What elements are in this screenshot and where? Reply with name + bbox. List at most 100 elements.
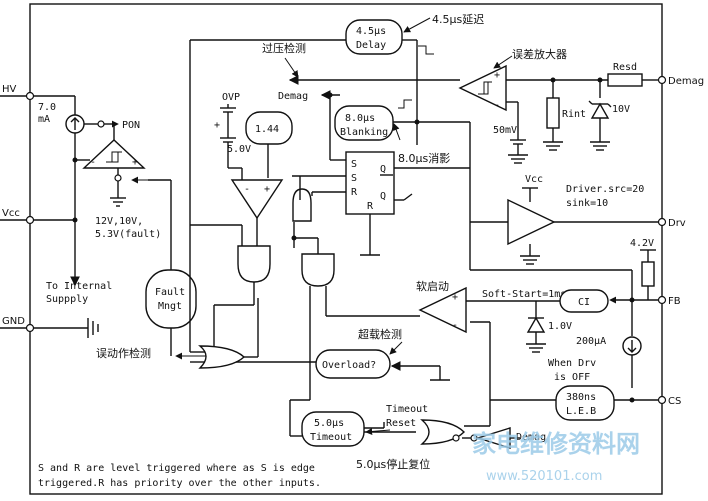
pwm-comparator [418, 286, 467, 334]
uvlo-plus: + [132, 157, 138, 168]
leb-block: 380ns L.E.B [555, 385, 658, 421]
delay-note-label: 4.5μs延迟 [432, 13, 484, 26]
delay-block-line1: 4.5μs [356, 26, 386, 37]
ovp-5v-label: 5.0V [227, 144, 251, 155]
and-gate-1 [292, 188, 312, 222]
ff-s1: S [351, 159, 357, 170]
error-amp-label: 误差放大器 [512, 47, 567, 61]
internal-supply-line2: Suppply [46, 294, 88, 305]
pin-hv-label: HV [2, 84, 17, 95]
timeout-stop-label: 5.0μs停止复位 [356, 457, 430, 471]
pin-gnd: GND [0, 316, 35, 333]
ovp-label: OVP [222, 92, 240, 103]
overload-detect-label: 超载检测 [358, 327, 402, 341]
chip-outline [29, 3, 663, 495]
ovp-section: OVP + 5.0V 1.44 - + [190, 92, 293, 346]
error-amp-plus: + [494, 70, 500, 81]
pin-demag: Demag [657, 75, 704, 87]
watermark-brand: 家电维修资料网 [472, 430, 640, 458]
flipflop: S S R R Q Q [292, 151, 470, 256]
ovp-plus: + [214, 120, 220, 131]
timeout-reset-line2: Reset [386, 418, 416, 429]
when-drv-line1: When Drv [548, 358, 596, 369]
timeout-block-line2: Timeout [310, 432, 352, 443]
pon-label: PON [122, 120, 140, 131]
pin-gnd-label: GND [2, 316, 25, 327]
rint-resistor [546, 97, 560, 129]
current-200ua-label: 200μA [576, 336, 606, 347]
internal-supply-line1: To Internal [46, 281, 112, 292]
fault-mngt-line1: Fault [155, 287, 185, 298]
driver-vcc-label: Vcc [525, 174, 543, 185]
pwm-plus: + [452, 292, 458, 303]
leb-line1: 380ns [566, 392, 596, 403]
timeout-block-line1: 5.0μs [314, 418, 344, 429]
zener-10v-label: 10V [612, 104, 630, 115]
ci-label: CI [578, 297, 590, 308]
pwm-minus: - [452, 320, 458, 331]
resd-label: Resd [613, 62, 637, 73]
overload-block [315, 349, 391, 379]
zener-1v [526, 316, 546, 333]
uvlo-minus: - [90, 157, 96, 168]
uvlo-thresholds-line1: 12V,10V, [95, 216, 143, 227]
when-drv-line2: is OFF [554, 372, 590, 383]
pin-vcc-label: Vcc [2, 208, 20, 219]
ff-r2: R [367, 201, 374, 212]
soft-start-cn-label: 软启动 [416, 279, 449, 293]
blanking-block-line2: Blanking [340, 127, 388, 138]
softstart-section: 4.2V 软启动 Soft-Start=1ms CI + - 1.0V [416, 238, 658, 401]
pin-demag-label: Demag [668, 76, 704, 87]
timeout-section: 5.0μs Timeout Timeout Reset Demag 5.0μs停… [301, 400, 546, 471]
resd-resistor [607, 73, 643, 87]
ref-4v2-label: 4.2V [630, 238, 654, 249]
ovp-comp-minus: - [244, 184, 250, 195]
leb-line2: L.E.B [566, 406, 596, 417]
pin-fb-label: FB [668, 296, 681, 307]
footnote-line1: S and R are level triggered where as S i… [38, 463, 315, 474]
driver-sink-label: sink=10 [566, 198, 608, 209]
ff-q1: Q [380, 164, 386, 175]
pin-hv: HV [0, 84, 35, 101]
delay-block-line2: Delay [356, 40, 386, 51]
rint-label: Rint [562, 109, 586, 120]
error-amplifier [458, 64, 507, 112]
pin-drv: Drv [657, 217, 686, 229]
pin-cs-label: CS [668, 396, 681, 407]
pin-drv-label: Drv [668, 218, 686, 229]
blanking-block: 8.0μs Blanking 8.0μs消影 [334, 99, 471, 270]
timeout-reset-line1: Timeout [386, 404, 428, 415]
pin-fb: FB [657, 295, 681, 307]
ff-s2: S [351, 173, 357, 184]
ovp-comparator [230, 179, 284, 220]
blanking-block-line1: 8.0μs [345, 113, 375, 124]
soft-start-label: Soft-Start=1ms [482, 289, 566, 300]
overload-section: 超载检测 Overload? [236, 327, 450, 381]
footnote-line2: triggered.R has priority over the other … [38, 478, 321, 489]
misfire-detect-label: 误动作检测 [96, 346, 151, 360]
ovp-comp-plus: + [264, 184, 270, 195]
zener-10v [590, 102, 610, 119]
demag-section: 过压检测 Demag + - 误差放大器 Resd Rint 10V [262, 41, 658, 164]
blanking-note-label: 8.0μs消影 [398, 151, 450, 165]
pin-vcc: Vcc [0, 208, 35, 225]
sr-flipflop-block [345, 151, 395, 215]
demag-inner-label: Demag [278, 91, 308, 102]
fault-mngt-block [145, 269, 197, 329]
logic-gates [289, 176, 420, 437]
pin-cs: CS [657, 395, 681, 407]
demag-detect-label: 过压检测 [262, 41, 306, 55]
ref-1v-label: 1.0V [548, 321, 572, 332]
ovp-and-gate [237, 245, 271, 283]
and-gate-2 [301, 253, 335, 287]
error-amp-minus: - [494, 100, 500, 111]
driver-section: Vcc Driver.src=20 sink=10 [470, 174, 658, 265]
delay-block: 4.5μs Delay 4.5μs延迟 [345, 13, 484, 145]
ref-50mv-label: 50mV [493, 125, 517, 136]
demag-gate-label: Demag [516, 432, 546, 443]
ovp-ref-label: 1.44 [255, 124, 279, 135]
overload-label: Overload? [322, 360, 376, 371]
fault-or-gate [198, 345, 246, 369]
watermark-url: www.520101.com [486, 469, 602, 484]
